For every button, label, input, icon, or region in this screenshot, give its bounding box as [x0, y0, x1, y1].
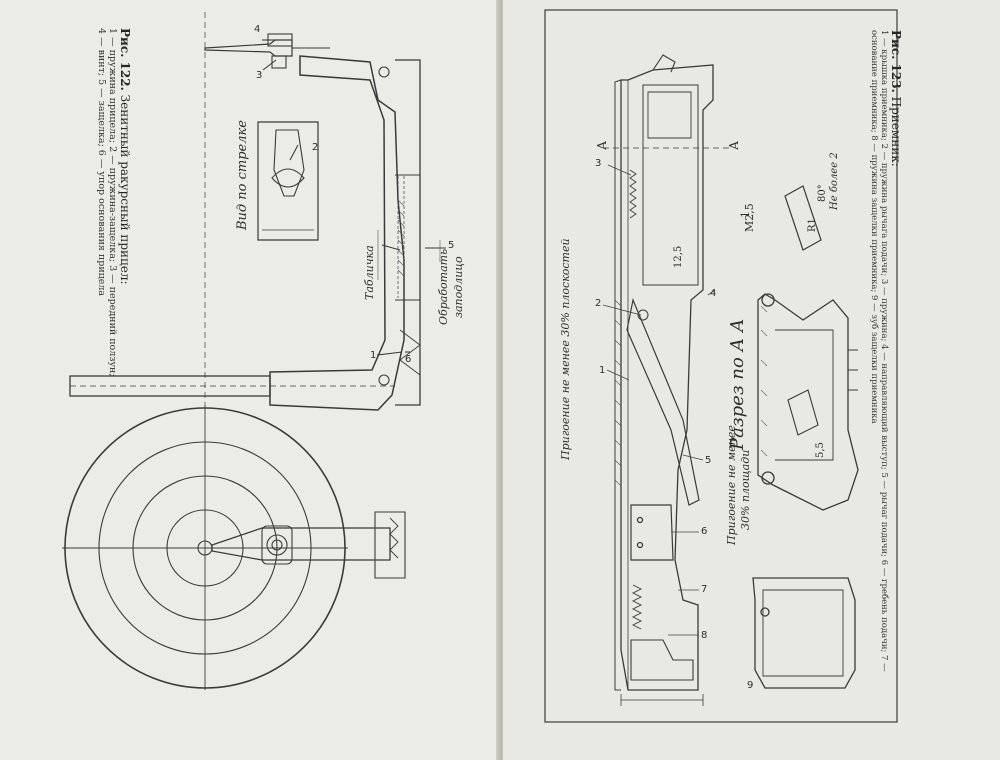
figure-123-title-line: Рис. 123. Приемник:: [889, 30, 903, 730]
figure-122-number: Рис. 122.: [118, 28, 132, 91]
figure-123-caption: Рис. 123. Приемник: 1 — крышка приемника…: [869, 30, 903, 730]
figure-122-title-line: Рис. 122. Зенитный ракурсный прицел:: [118, 28, 132, 588]
figure-122-legend-2: 4 — винт; 5 — защелка; 6 — упор основани…: [96, 28, 107, 297]
callout-4: 4: [710, 288, 717, 299]
figure-122-legend-1: 1 — пружина прицела; 2 — пружина-защелка…: [107, 28, 118, 377]
fit-area-label-2: 30% площади: [739, 449, 752, 530]
figure-123-number: Рис. 123.: [889, 30, 903, 93]
figure-122-title: Зенитный ракурсный прицел:: [118, 94, 132, 285]
callout-1: 1: [599, 365, 606, 376]
callout-8: 8: [701, 630, 708, 641]
figure-123-drawing: [544, 9, 898, 723]
figure-123-legend-2: основание приемника; 8 — пружина защелки…: [869, 30, 879, 424]
callout-2: 2: [312, 142, 319, 153]
section-mark-bottom: А: [727, 140, 741, 150]
callout-1: 1: [370, 350, 377, 361]
left-page: Рис. 122. Зенитный ракурсный прицел: 1 —…: [0, 0, 499, 760]
callout-3: 3: [595, 158, 602, 169]
dimension-3: 80°: [817, 184, 828, 202]
callout-6: 6: [405, 354, 412, 365]
section-label: Разрез по А А: [727, 318, 748, 450]
section-mark-top: А: [595, 140, 609, 150]
callout-7: 7: [701, 584, 708, 595]
figure-122-drawing: [62, 12, 446, 690]
right-page: Пригоение не менее 30% плоскостей Пригое…: [503, 0, 1000, 760]
callout-3: 3: [256, 70, 263, 81]
fit-flush-label: Обработать: [437, 248, 450, 325]
callout-5: 5: [705, 455, 712, 466]
callout-4: 4: [254, 24, 261, 35]
plate-label: Табличка: [363, 245, 376, 300]
figure-123-legend-1: 1 — крышка приемника; 2 — пружина рычага…: [879, 30, 889, 672]
callout-9: 9: [747, 680, 754, 691]
callout-6: 6: [701, 526, 708, 537]
callout-5: 5: [448, 240, 455, 251]
roughness-label-2: Не более 2: [829, 152, 840, 210]
thread-label: М2,5: [743, 203, 756, 232]
figure-123-title: Приемник:: [889, 96, 903, 167]
fit-flat-label: Пригоение не менее 30% плоскостей: [559, 238, 572, 460]
roughness-label-1: R1: [807, 218, 818, 232]
dimension-1: 12,5: [673, 245, 684, 268]
book-gutter: [496, 0, 506, 760]
fit-flush-label-2: заподлицо: [452, 256, 465, 318]
figure-122-caption: Рис. 122. Зенитный ракурсный прицел: 1 —…: [96, 28, 132, 588]
dimension-2: 5,5: [815, 442, 826, 458]
callout-2: 2: [595, 298, 602, 309]
view-by-arrow-label: Вид по стрелке: [235, 120, 250, 230]
